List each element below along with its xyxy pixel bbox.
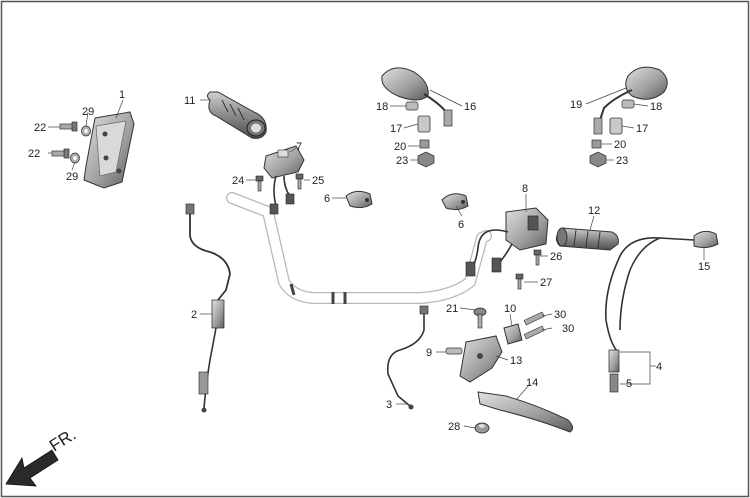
- callout-18-left: 18: [376, 101, 388, 113]
- callout-21: 21: [446, 303, 458, 315]
- right-switch-part-8: [465, 207, 549, 277]
- callout-15: 15: [698, 261, 710, 273]
- front-direction-arrow-icon: [5, 449, 59, 487]
- callout-2: 2: [191, 309, 197, 321]
- nut-part-20-right: [591, 139, 602, 149]
- callout-12: 12: [588, 205, 600, 217]
- callout-24: 24: [232, 175, 244, 187]
- callout-13: 13: [510, 355, 522, 367]
- callout-20-left: 20: [394, 141, 406, 153]
- callout-16: 16: [464, 101, 476, 113]
- callout-30-lower: 30: [562, 323, 574, 335]
- mirror-cap-part-18-right: [621, 99, 635, 109]
- callout-26: 26: [550, 251, 562, 263]
- callout-29-lower: 29: [66, 171, 78, 183]
- screw-part-27: [515, 273, 524, 290]
- washer-part-29-upper: [81, 125, 91, 137]
- callout-14: 14: [526, 377, 538, 389]
- hand-guard-part-1: [83, 111, 135, 189]
- callout-labels: 1 22 22 29 29 11 7 24 25 6 6 8 12 26 27 …: [28, 89, 710, 433]
- screw-part-24: [255, 175, 264, 192]
- handlebar: [226, 192, 492, 304]
- callout-28: 28: [448, 421, 460, 433]
- right-grip-part-12: [556, 227, 619, 251]
- leader-lines: [48, 87, 705, 429]
- washer-part-29-lower: [70, 152, 80, 164]
- left-mirror-part-16: [381, 67, 453, 127]
- callout-11: 11: [184, 95, 195, 107]
- left-grip-part-11: [207, 91, 267, 139]
- callout-5: 5: [626, 378, 632, 390]
- boot-part-17-left: [417, 115, 431, 133]
- callout-23-left: 23: [396, 155, 408, 167]
- bolt-part-22-lower: [51, 148, 70, 159]
- callout-22-upper: 22: [34, 122, 46, 134]
- callout-19: 19: [570, 99, 582, 111]
- callout-20-right: 20: [614, 139, 626, 151]
- callout-7: 7: [296, 141, 302, 153]
- bolt-part-21: [473, 307, 487, 329]
- nut-part-20-left: [419, 139, 430, 149]
- callout-17-right: 17: [636, 123, 648, 135]
- clamp-part-10: [503, 323, 523, 345]
- callout-6-right: 6: [458, 219, 464, 231]
- left-switch-part-7: [263, 145, 305, 215]
- bushing-part-28: [474, 422, 490, 434]
- callout-29-upper: 29: [82, 106, 94, 118]
- nut-part-23-left: [417, 151, 435, 168]
- boot-part-17-right: [609, 117, 623, 135]
- callout-22-lower: 22: [28, 148, 40, 160]
- callout-23-right: 23: [616, 155, 628, 167]
- callout-30-upper: 30: [554, 309, 566, 321]
- mirror-cap-part-18-left: [405, 101, 419, 111]
- callout-3: 3: [386, 399, 392, 411]
- callout-27: 27: [540, 277, 552, 289]
- cable-part-3: [386, 305, 429, 410]
- cable-part-2: [185, 203, 231, 413]
- right-mirror-part-19: [593, 66, 668, 135]
- callout-4: 4: [656, 361, 662, 373]
- callout-25: 25: [312, 175, 324, 187]
- bolt-part-22-upper: [59, 121, 78, 132]
- adjuster-part-4: [608, 349, 620, 373]
- bolt-part-30-upper: [523, 311, 545, 326]
- callout-17-left: 17: [390, 123, 402, 135]
- nut-part-23-right: [589, 151, 607, 168]
- lever-part-14: [477, 391, 574, 433]
- clamp-part-6-left: [345, 190, 373, 209]
- screw-part-25: [295, 173, 304, 190]
- adjuster-part-5: [609, 373, 619, 393]
- callout-18-right: 18: [650, 101, 662, 113]
- callout-6-left: 6: [324, 193, 330, 205]
- callout-8: 8: [522, 183, 528, 195]
- callout-1: 1: [119, 89, 125, 101]
- pin-part-9: [445, 347, 463, 355]
- clamp-part-6-right: [441, 193, 469, 211]
- lever-bracket-part-13: [459, 335, 503, 383]
- screw-part-26: [533, 249, 542, 266]
- cable-part-15: [604, 230, 719, 353]
- bolt-part-30-lower: [523, 325, 545, 340]
- callout-10: 10: [504, 303, 516, 315]
- callout-9: 9: [426, 347, 432, 359]
